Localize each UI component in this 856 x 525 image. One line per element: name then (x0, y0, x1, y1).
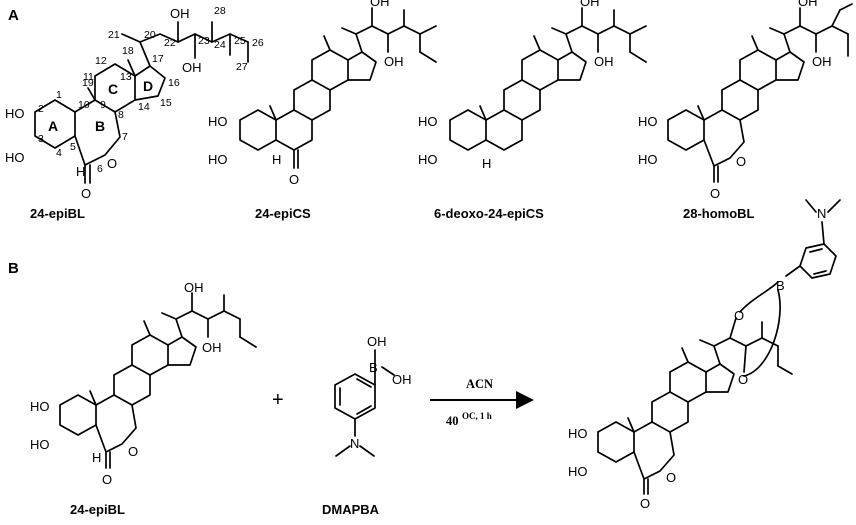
atom-number: 18 (122, 45, 134, 57)
atom-label: OH (170, 6, 190, 21)
atom-number: 6 (97, 163, 103, 175)
atom-label: HO (418, 152, 438, 167)
atom-label: HO (208, 152, 228, 167)
ring-label-c: C (108, 81, 118, 97)
structure-24-epics: HO HO O H OH OH 24-epiCS (208, 0, 437, 221)
atom-label: OH (184, 280, 204, 295)
compound-name: 24-epiBL (30, 206, 85, 221)
atom-number: 3 (38, 133, 44, 145)
atom-number: 4 (56, 147, 62, 159)
structure-dmapba: B OH OH N DMAPBA (322, 334, 412, 517)
atom-label: OH (370, 0, 390, 9)
atom-label: O (738, 372, 748, 387)
atom-label: N (350, 436, 359, 451)
atom-label: OH (182, 60, 202, 75)
atom-number: 15 (160, 97, 172, 109)
atom-label: B (369, 360, 378, 375)
atom-label: HO (418, 114, 438, 129)
atom-number: 5 (70, 141, 76, 153)
atom-label: OH (798, 0, 818, 9)
reagent-label: ACN (466, 377, 493, 391)
atom-label: OH (812, 54, 832, 69)
atom-number: 16 (168, 77, 180, 89)
atom-label: O (666, 470, 676, 485)
atom-number: 21 (108, 29, 120, 41)
atom-label: OH (594, 54, 614, 69)
atom-label: O (736, 154, 746, 169)
atom-number: 20 (144, 29, 156, 41)
reaction-arrow: ACN 40 OC, 1 h (430, 377, 534, 428)
atom-label: B (776, 278, 785, 293)
structure-24-epibl-reactant: HO HO O O H OH OH 24-epiBL (30, 280, 257, 517)
panel-label-b: B (8, 260, 19, 277)
atom-label: OH (384, 54, 404, 69)
condition-unit: OC, 1 h (462, 411, 492, 421)
atom-label: O (640, 496, 650, 511)
atom-number: 26 (252, 37, 264, 49)
atom-label: OH (202, 340, 222, 355)
atom-number: 10 (78, 99, 90, 111)
atom-number: 23 (198, 35, 210, 47)
atom-label: OH (580, 0, 600, 9)
atom-label: HO (638, 114, 658, 129)
atom-number: 28 (214, 5, 226, 17)
atom-number: 24 (214, 39, 226, 51)
atom-number: 27 (236, 61, 248, 73)
compound-name: 28-homoBL (683, 206, 755, 221)
atom-number: 13 (120, 71, 132, 83)
atom-label: O (289, 172, 299, 187)
atom-number: 22 (164, 37, 176, 49)
atom-label: HO (5, 106, 25, 121)
structure-6-deoxo-24-epics: HO HO H OH OH 6-deoxo-24-epiCS (418, 0, 647, 221)
atom-number: 12 (95, 55, 107, 67)
structure-24-epibl-numbered: HO HO O O H OH OH A B C D 1 2 3 4 5 6 7 … (5, 5, 264, 221)
structure-boronate-product: HO HO O O O O B N (568, 199, 841, 511)
compound-name: 24-epiCS (255, 206, 311, 221)
structure-28-homobl: HO HO O O OH OH 28-homoBL (638, 0, 853, 221)
atom-label: H (76, 164, 85, 179)
atom-label: HO (568, 464, 588, 479)
ring-label-b: B (95, 118, 105, 134)
atom-label: O (107, 156, 117, 171)
atom-number: 2 (38, 103, 44, 115)
atom-number: 17 (152, 53, 164, 65)
atom-label: HO (568, 426, 588, 441)
atom-number: 19 (82, 77, 94, 89)
atom-number: 11 (83, 71, 94, 83)
atom-label: HO (30, 399, 50, 414)
atom-label: OH (367, 334, 387, 349)
atom-label: O (102, 472, 112, 487)
atom-label: HO (208, 114, 228, 129)
atom-number: 14 (138, 101, 150, 113)
atom-label: HO (638, 152, 658, 167)
ring-label-d: D (143, 78, 153, 94)
atom-label: H (92, 450, 101, 465)
atom-number: 25 (234, 35, 246, 47)
compound-name: DMAPBA (322, 502, 380, 517)
atom-label: N (817, 206, 826, 221)
plus-sign: + (272, 389, 284, 411)
compound-name: 6-deoxo-24-epiCS (434, 206, 544, 221)
atom-number: 7 (122, 131, 128, 143)
atom-number: 8 (118, 109, 124, 121)
atom-label: O (128, 444, 138, 459)
compound-name: 24-epiBL (70, 502, 125, 517)
atom-label: H (272, 152, 281, 167)
condition-temp: 40 (446, 414, 459, 428)
atom-number: 1 (56, 89, 62, 101)
atom-label: O (734, 308, 744, 323)
atom-number: 9 (100, 99, 106, 111)
atom-label: O (81, 186, 91, 201)
atom-label: H (482, 156, 491, 171)
atom-label: OH (392, 372, 412, 387)
atom-label: HO (5, 150, 25, 165)
atom-label: O (710, 186, 720, 201)
panel-label-a: A (8, 7, 19, 24)
ring-label-a: A (48, 118, 58, 134)
atom-label: HO (30, 437, 50, 452)
